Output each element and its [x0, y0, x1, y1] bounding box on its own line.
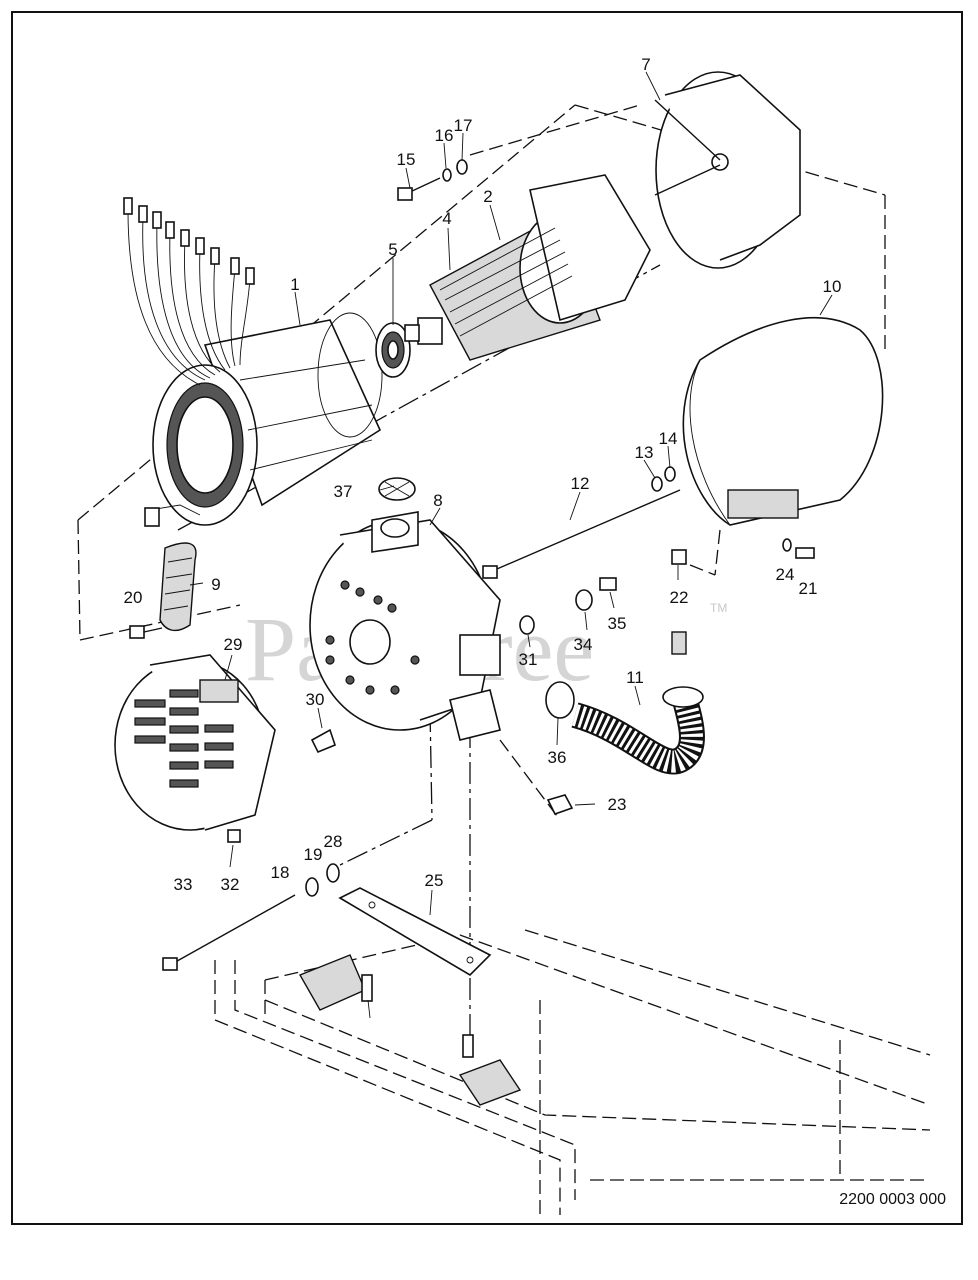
callout-16: 16 — [435, 126, 454, 145]
callout-4: 4 — [442, 209, 451, 228]
tie-rod — [162, 863, 340, 971]
callout-35: 35 — [608, 614, 627, 633]
rotor — [404, 174, 651, 361]
brush-cover — [159, 542, 197, 632]
callout-15: 15 — [397, 150, 416, 169]
callout-11: 11 — [626, 668, 644, 687]
callout-13: 13 — [635, 443, 654, 462]
callout-12: 12 — [571, 474, 590, 493]
callouts: 1 2 4 5 7 8 9 10 11 12 13 14 15 16 17 18… — [124, 55, 842, 894]
callout-8: 8 — [433, 491, 442, 510]
callout-37: 37 — [334, 482, 353, 501]
callout-1: 1 — [290, 275, 299, 294]
callout-32: 32 — [221, 875, 240, 894]
end-cover — [114, 654, 276, 831]
plug — [378, 477, 416, 501]
callout-7: 7 — [641, 55, 650, 74]
watermark-tm: TM — [710, 601, 727, 615]
rear-bearing-carrier — [309, 511, 501, 741]
callout-2: 2 — [483, 187, 492, 206]
callout-34: 34 — [574, 635, 593, 654]
engine-adapter-shroud — [682, 317, 884, 526]
mounting-bracket — [338, 887, 492, 1058]
callout-24: 24 — [776, 565, 795, 584]
callout-10: 10 — [823, 277, 842, 296]
callout-9: 9 — [211, 575, 220, 594]
long-stud — [482, 466, 681, 579]
small-hardware — [129, 538, 815, 843]
callout-21: 21 — [799, 579, 818, 598]
callout-28: 28 — [324, 832, 343, 851]
fan — [654, 71, 801, 269]
callout-22: 22 — [670, 588, 689, 607]
page-border — [11, 11, 963, 1225]
callout-29: 29 — [224, 635, 243, 654]
callout-14: 14 — [659, 429, 678, 448]
bearing — [375, 322, 411, 378]
callout-20: 20 — [124, 588, 143, 607]
callout-36: 36 — [548, 748, 567, 767]
callout-23: 23 — [608, 795, 627, 814]
leader-lines — [189, 71, 833, 1019]
callout-25: 25 — [425, 871, 444, 890]
hose — [545, 631, 705, 775]
callout-19: 19 — [304, 845, 323, 864]
callout-31: 31 — [519, 650, 538, 669]
stator — [123, 197, 383, 527]
generator-frame — [214, 929, 931, 1215]
callout-33: 33 — [174, 875, 193, 894]
callout-17: 17 — [454, 116, 473, 135]
rotor-bolt-group — [397, 159, 468, 201]
callout-30: 30 — [306, 690, 325, 709]
callout-5: 5 — [388, 240, 397, 259]
callout-18: 18 — [271, 863, 290, 882]
doc-number: 2200 0003 000 — [839, 1191, 946, 1208]
